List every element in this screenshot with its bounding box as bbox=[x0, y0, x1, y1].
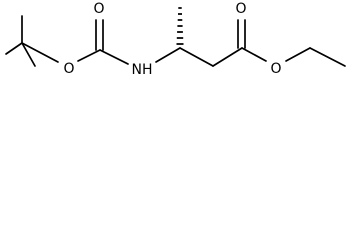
amine-nh-label: NH bbox=[132, 62, 153, 78]
ethyl-ester-group bbox=[237, 19, 346, 67]
bond-ether-oxygen-to-carbonyl-carbon bbox=[77, 49, 101, 62]
bond-ch2-to-ester-carbon bbox=[212, 47, 243, 67]
ether-oxygen-label: O bbox=[63, 61, 74, 77]
ester-oxygen-label: O bbox=[270, 61, 281, 77]
bond-ester-carbon-to-oxygen bbox=[241, 47, 267, 62]
tert-butyl-group bbox=[5, 15, 59, 67]
carbamate-carbonyl-oxygen-label: O bbox=[93, 1, 104, 17]
carbamate-group bbox=[77, 19, 129, 65]
ester-carbonyl-oxygen-label: O bbox=[235, 1, 246, 17]
bond-tbu-methyl-left bbox=[5, 42, 23, 55]
bond-tbu-to-ether-oxygen bbox=[21, 42, 59, 63]
hashed-wedge-methyl bbox=[176, 7, 184, 45]
bond-carbonyl-carbon-to-nh bbox=[99, 49, 129, 65]
bond-ester-oxygen-to-ch2 bbox=[285, 47, 311, 62]
bond-ethyl-ch2-to-ch3 bbox=[309, 47, 346, 67]
bond-nh-to-chiral-carbon bbox=[155, 47, 181, 63]
molecule-structure: O O NH O O bbox=[5, 1, 346, 78]
bond-tbu-methyl-lower bbox=[21, 42, 36, 67]
chiral-center-group bbox=[155, 7, 243, 67]
bond-chiral-carbon-to-ch2 bbox=[179, 47, 214, 67]
